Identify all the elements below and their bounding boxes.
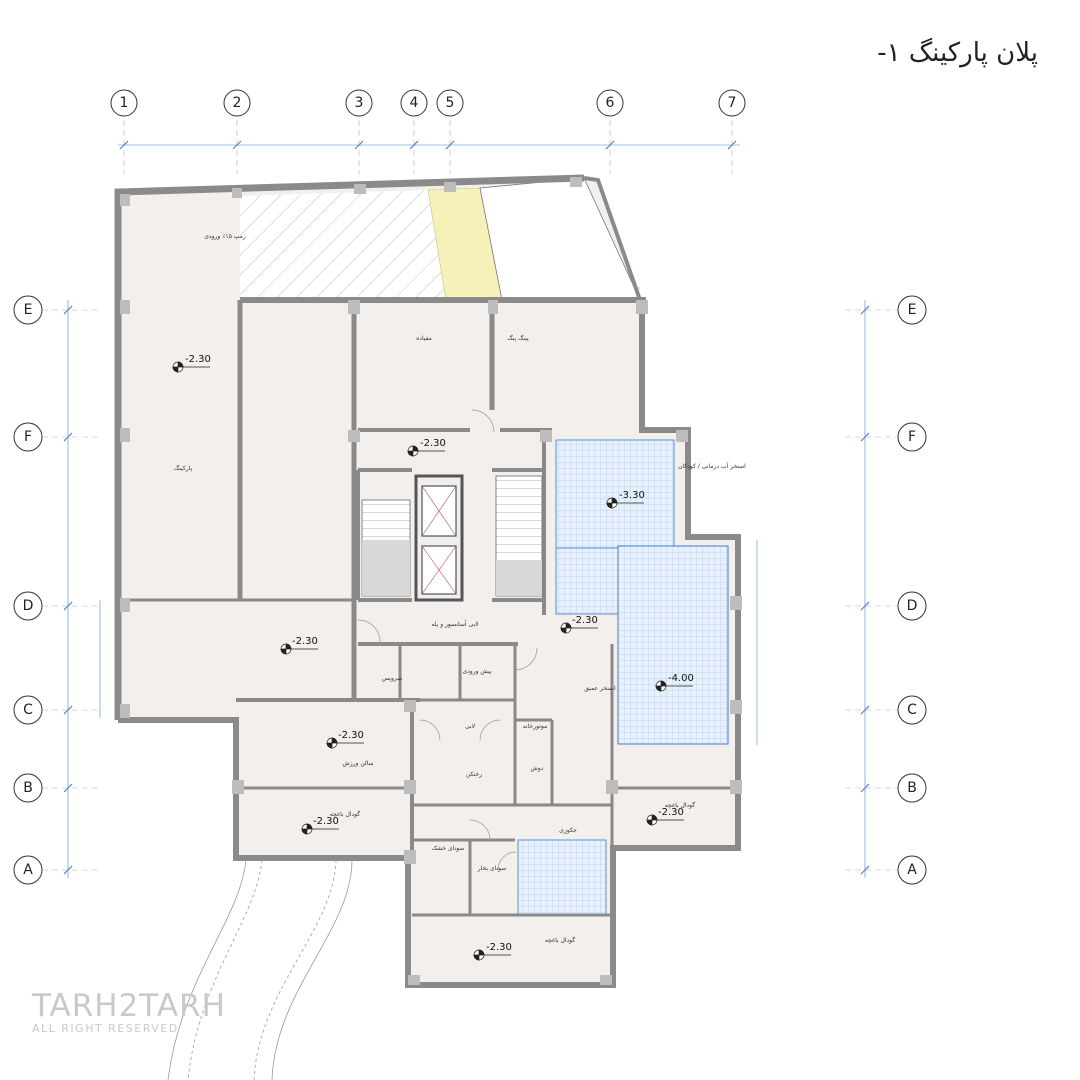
grid-row-d-right: D bbox=[907, 598, 918, 614]
room-sports-hall: سالن ورزش bbox=[342, 760, 373, 767]
stair-left-landing bbox=[362, 540, 410, 596]
walls bbox=[114, 174, 741, 988]
grid-col-6: 6 bbox=[606, 95, 615, 111]
room-changing: رختکن bbox=[466, 771, 482, 778]
grid-lines bbox=[42, 120, 898, 871]
level-label-pool-deck: -2.30 bbox=[572, 615, 598, 626]
grid-row-b-left: B bbox=[23, 780, 33, 796]
entrance-ramp-hatch bbox=[240, 190, 446, 300]
room-entrance: پیش ورودی bbox=[462, 668, 491, 675]
room-ramp: رمپ ۱۵٪ ورودی bbox=[204, 233, 246, 240]
level-label-sports-hall: -2.30 bbox=[338, 730, 364, 741]
grid-col-7: 7 bbox=[728, 95, 737, 111]
columns bbox=[120, 177, 742, 985]
elevator-shafts bbox=[414, 474, 464, 602]
grid-row-a-right: A bbox=[907, 862, 917, 878]
deep-pool bbox=[617, 545, 729, 745]
level-label-kids-pool: -3.30 bbox=[619, 490, 645, 501]
jacuzzi-pool bbox=[517, 839, 607, 916]
column-bubbles bbox=[110, 89, 746, 117]
watermark-rights: ALL RIGHT RESERVED bbox=[32, 1022, 179, 1035]
room-steam-sauna: سونای بخار bbox=[477, 865, 507, 872]
room-garden-west: گودال باغچه bbox=[330, 810, 360, 818]
stair-right-landing bbox=[496, 560, 542, 596]
grid-row-f-left: F bbox=[24, 429, 32, 445]
room-kids-pool: استخر آب درمانی / کودکان bbox=[678, 461, 746, 470]
level-label-garden-east: -2.30 bbox=[658, 807, 684, 818]
approach-ramp bbox=[167, 859, 353, 1080]
level-label-garden-west: -2.30 bbox=[313, 816, 339, 827]
grid-row-d-left: D bbox=[23, 598, 34, 614]
grid-col-1: 1 bbox=[120, 95, 129, 111]
level-marker-symbols bbox=[172, 361, 693, 961]
level-label-deep-pool: -4.00 bbox=[668, 673, 694, 684]
dimension-ticks bbox=[63, 140, 870, 875]
watermark-brand: TARH2TARH bbox=[32, 988, 226, 1024]
grid-col-3: 3 bbox=[355, 95, 364, 111]
grid-col-5: 5 bbox=[446, 95, 455, 111]
grid-col-4: 4 bbox=[410, 95, 419, 111]
grid-col-2: 2 bbox=[233, 95, 242, 111]
row-bubbles bbox=[13, 295, 927, 885]
room-dry-sauna: سونای خشک bbox=[432, 845, 465, 852]
plan-title: پلان پارکینگ ۱- bbox=[877, 38, 1038, 68]
room-garden-east: گودال باغچه bbox=[665, 801, 695, 809]
room-jacuzzi: جکوزی bbox=[559, 827, 577, 834]
room-pingpong: پینگ پنگ bbox=[507, 334, 529, 342]
room-deep-pool: استخر عمیق bbox=[584, 685, 616, 692]
grid-row-b-right: B bbox=[907, 780, 917, 796]
room-garden-south: گودال باغچه bbox=[545, 936, 575, 944]
kids-pool bbox=[555, 439, 675, 549]
grid-row-c-right: C bbox=[907, 702, 917, 718]
grid-row-e-right: E bbox=[908, 302, 917, 318]
level-label-garden-south: -2.30 bbox=[486, 942, 512, 953]
grid-row-c-left: C bbox=[23, 702, 33, 718]
grid-row-a-left: A bbox=[23, 862, 33, 878]
room-lobby2: لابی bbox=[465, 723, 475, 730]
grid-row-e-left: E bbox=[24, 302, 33, 318]
level-label-game-room: -2.30 bbox=[420, 438, 446, 449]
level-label-parking: -2.30 bbox=[185, 354, 211, 365]
watermark-logo: TARH2TARH ALL RIGHT RESERVED bbox=[32, 988, 226, 1035]
room-mechanical: موتورخانه bbox=[523, 723, 547, 730]
room-lobby: لابی آسانسور و پله bbox=[431, 619, 478, 628]
door-swings bbox=[357, 409, 538, 871]
room-parking: پارکینگ bbox=[174, 464, 193, 472]
room-game: مفیاده bbox=[416, 335, 432, 342]
room-service: سرویس bbox=[382, 675, 403, 682]
room-shower: دوش bbox=[531, 765, 544, 772]
kids-pool-steps bbox=[555, 547, 619, 615]
level-label-parking-south: -2.30 bbox=[292, 636, 318, 647]
grid-row-f-right: F bbox=[908, 429, 916, 445]
